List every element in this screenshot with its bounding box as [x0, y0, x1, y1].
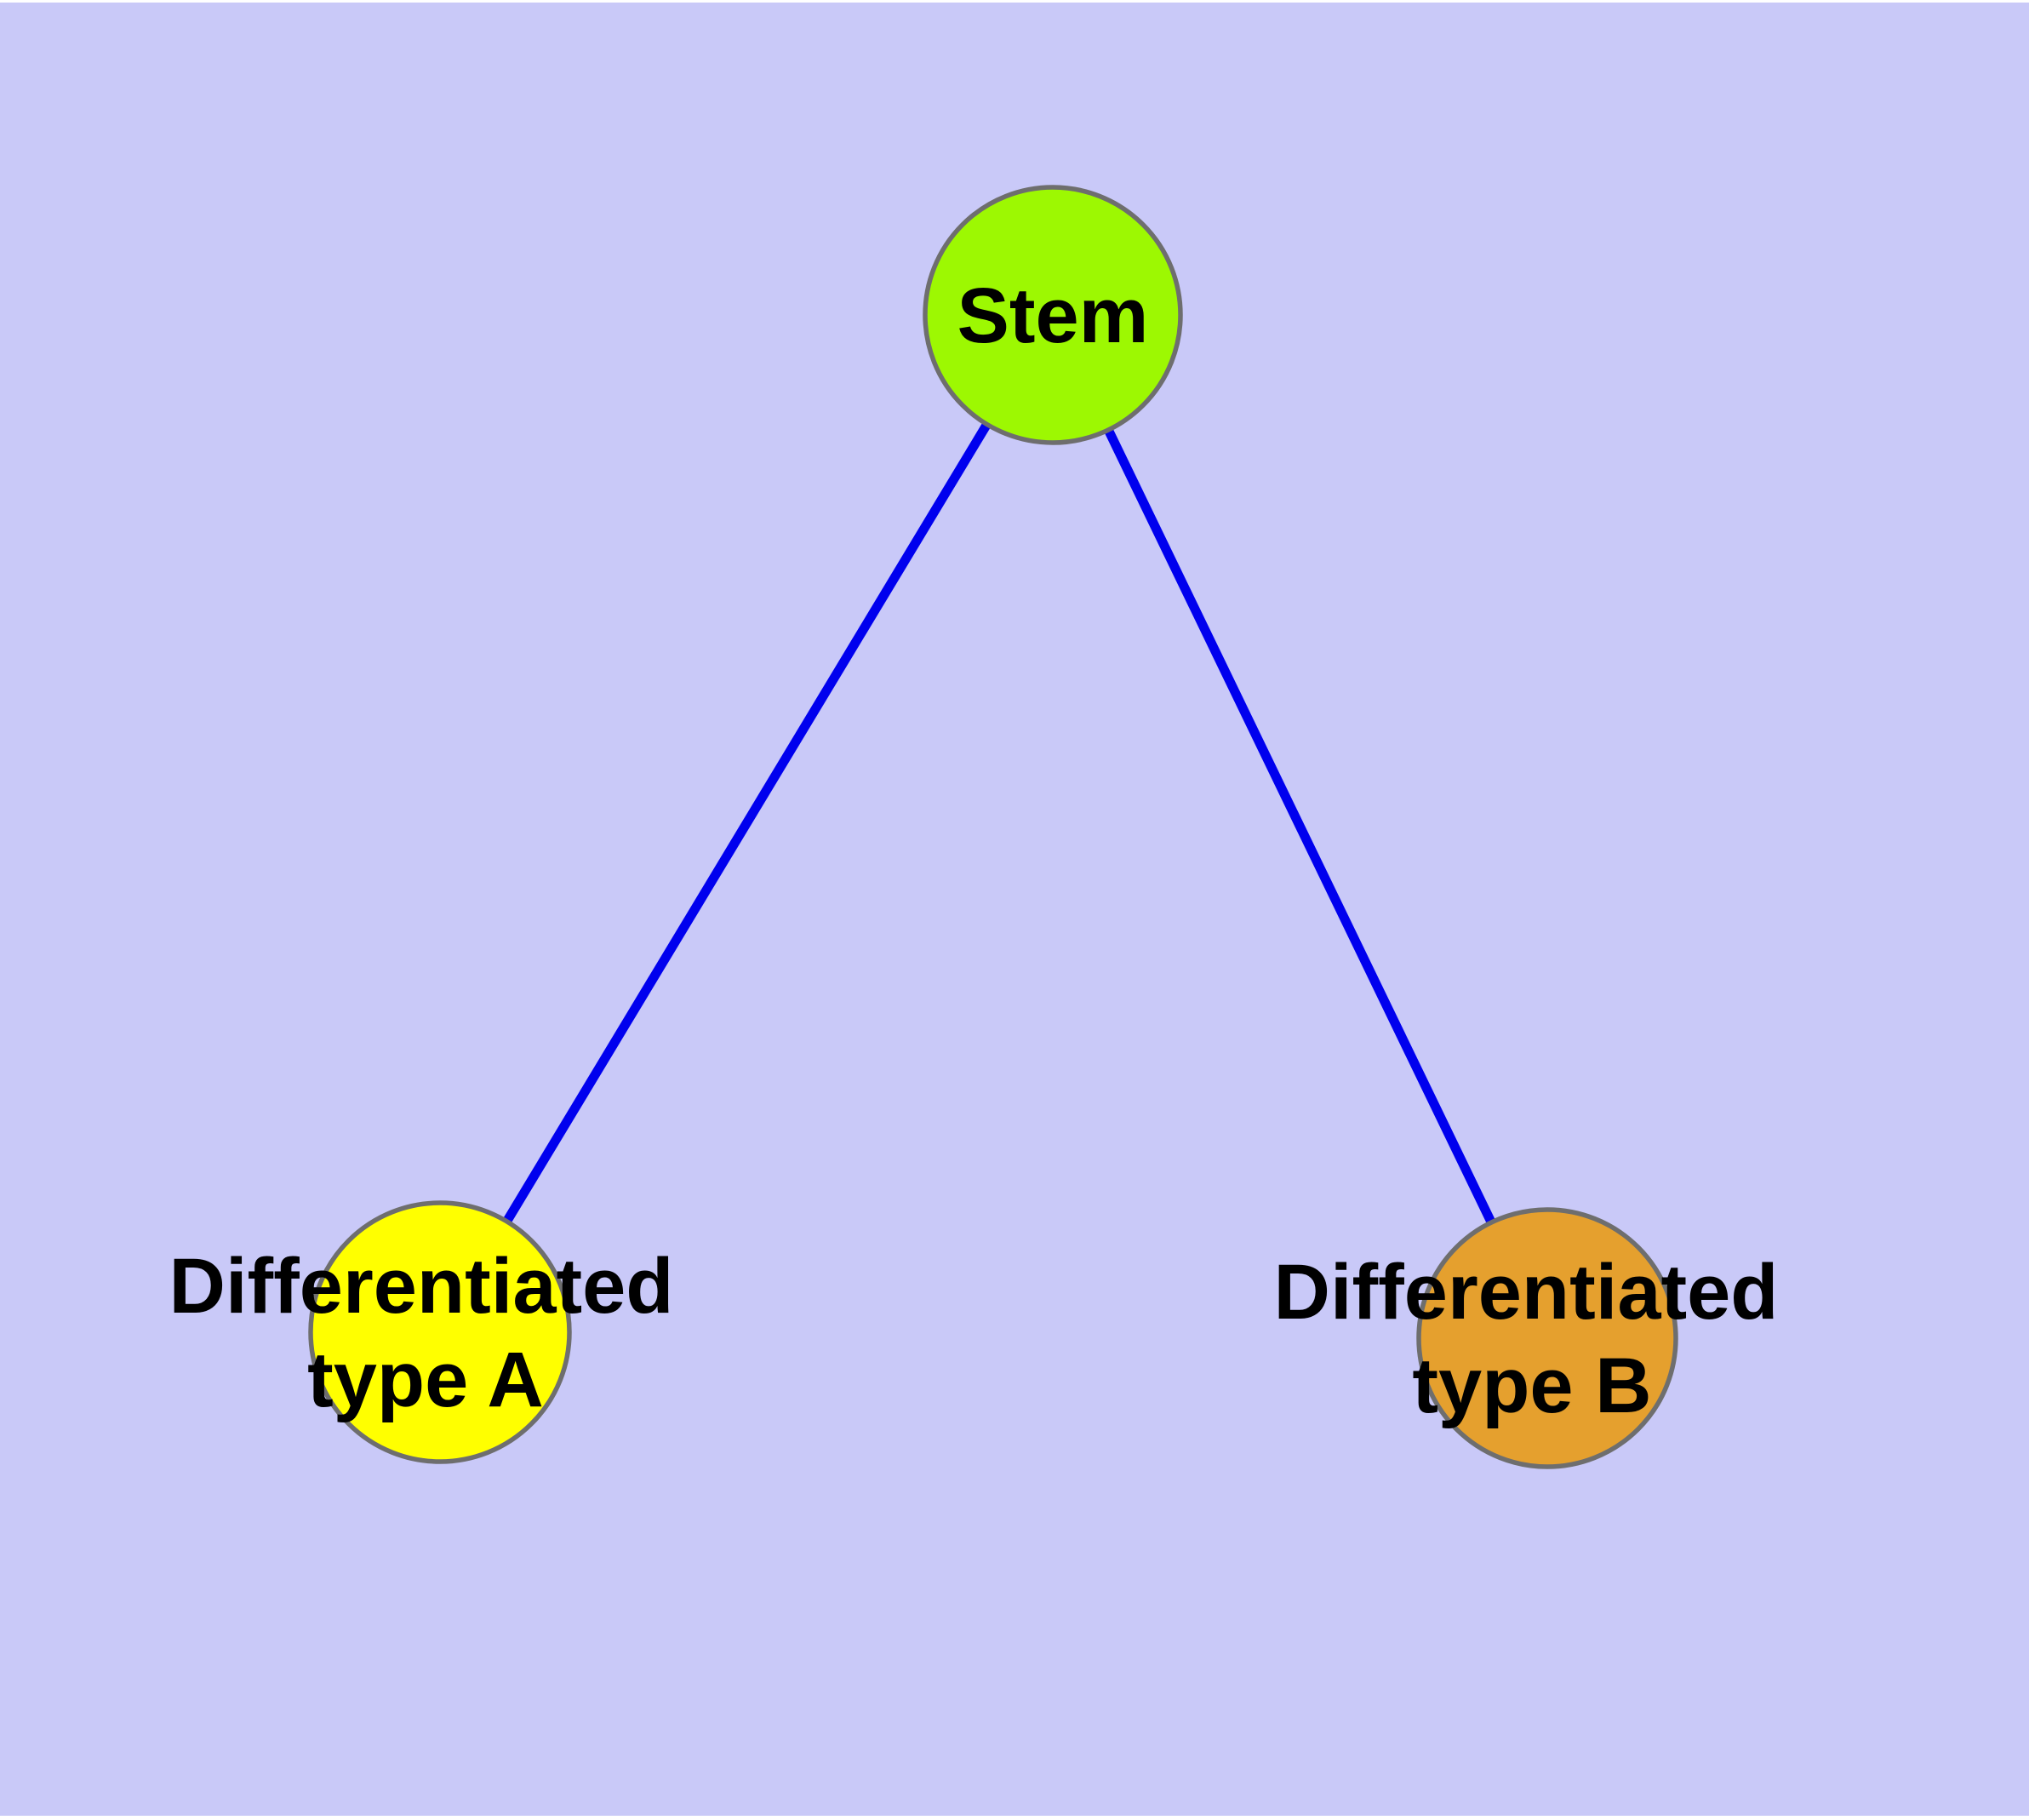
edge-stem-to-type-b	[1049, 312, 1552, 1341]
edges	[436, 312, 1552, 1341]
node-type-b-circle	[1416, 1207, 1678, 1469]
node-type-a-label-line1: Differentiated	[169, 1243, 674, 1330]
edge-stem-to-type-a	[436, 312, 1057, 1335]
node-differentiated-type-a: Differentiated type A	[169, 1200, 674, 1464]
node-type-a-circle	[308, 1200, 572, 1464]
node-type-b-label-line2: type B	[1412, 1342, 1651, 1429]
node-stem-label: Stem	[957, 272, 1149, 359]
node-type-a-label-line2: type A	[307, 1336, 544, 1423]
node-type-b-label-line1: Differentiated	[1274, 1249, 1779, 1336]
node-stem: Stem	[923, 185, 1183, 445]
node-differentiated-type-b: Differentiated type B	[1274, 1207, 1779, 1469]
node-stem-circle	[923, 185, 1183, 445]
